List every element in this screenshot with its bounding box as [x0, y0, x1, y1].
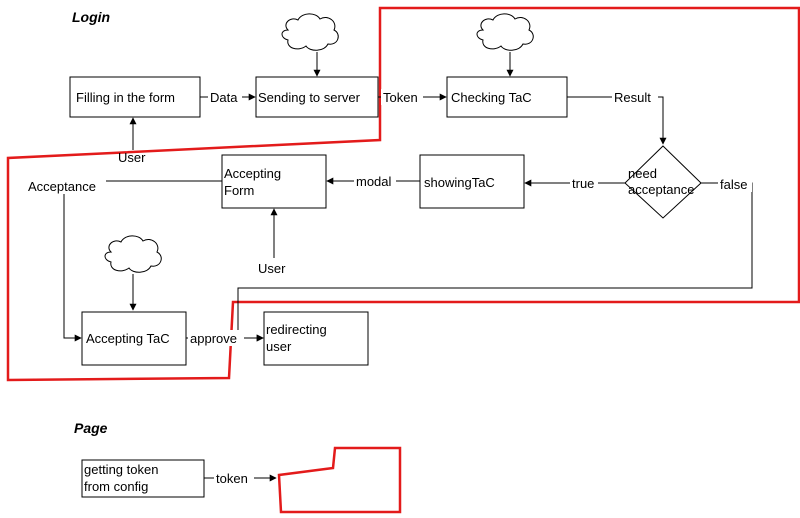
token-edge-label: Token [383, 90, 418, 105]
svg-text:getting token: getting token [84, 462, 158, 477]
result-edge-label: Result [614, 90, 651, 105]
svg-text:Form: Form [224, 183, 254, 198]
acceptance-edge [63, 180, 222, 342]
approve-edge-label: approve [190, 331, 237, 346]
svg-text:Sending to server: Sending to server [258, 90, 361, 105]
true-edge-label: true [572, 176, 594, 191]
svg-text:user: user [266, 339, 292, 354]
svg-text:Accepting: Accepting [224, 166, 281, 181]
svg-text:Filling in the form: Filling in the form [76, 90, 175, 105]
accepting-tac-node: Accepting TaC [81, 311, 187, 366]
accepting-form-node: Accepting Form [221, 154, 327, 209]
showing-tac-node: showingTaC [419, 154, 525, 209]
user-top-label: User [118, 150, 146, 165]
need-acceptance-decision: need acceptance [624, 145, 702, 219]
cloud-icon [104, 235, 162, 273]
svg-text:acceptance: acceptance [628, 182, 695, 197]
filling-form-node: Filling in the form [69, 76, 201, 118]
cloud-icon [476, 13, 534, 51]
svg-text:showingTaC: showingTaC [424, 175, 495, 190]
svg-text:need: need [628, 166, 657, 181]
svg-text:redirecting: redirecting [266, 322, 327, 337]
token-page-edge-label: token [216, 471, 248, 486]
svg-text:Checking TaC: Checking TaC [451, 90, 532, 105]
result-edge [567, 96, 667, 145]
redirecting-user-node: redirecting user [263, 311, 369, 366]
page-section-title: Page [74, 420, 108, 436]
sending-server-node: Sending to server [255, 76, 379, 118]
cloud-icon [281, 13, 339, 51]
user-mid-label: User [258, 261, 286, 276]
getting-token-node: getting token from config [81, 459, 205, 498]
svg-text:from config: from config [84, 479, 148, 494]
login-section-title: Login [72, 9, 110, 25]
modal-edge-label: modal [356, 174, 392, 189]
data-edge-label: Data [210, 90, 238, 105]
svg-text:Accepting TaC: Accepting TaC [86, 331, 170, 346]
login-highlight-outline [6, 6, 800, 382]
page-highlight-outline [277, 446, 402, 514]
acceptance-edge-label: Acceptance [28, 179, 96, 194]
checking-tac-node: Checking TaC [446, 76, 568, 118]
false-edge-label: false [720, 177, 747, 192]
